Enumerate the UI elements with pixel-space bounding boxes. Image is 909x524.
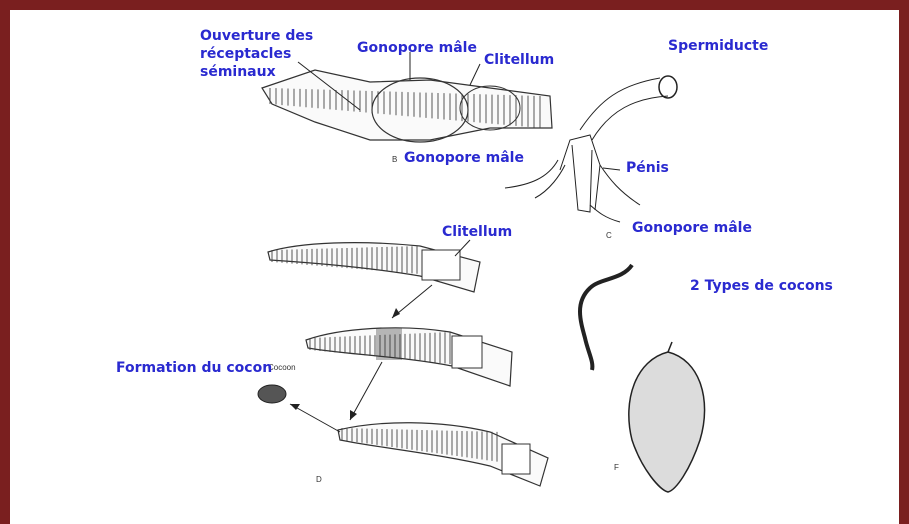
ouverture-label-line1: Ouverture des (200, 28, 313, 44)
cocoon-types: F (580, 265, 705, 492)
thin-cocoon (580, 265, 632, 370)
panel-letter-b: B (392, 155, 397, 164)
clitellum-label-top: Clitellum (484, 52, 554, 68)
clitellum-band-4 (502, 444, 530, 474)
gonopore-male-label-c: Gonopore mâle (632, 220, 752, 236)
penis-label: Pénis (626, 160, 669, 176)
clitellum-band-2 (376, 328, 402, 360)
spermiducte-label: Spermiducte (668, 38, 768, 54)
gonopore-male-label-top: Gonopore mâle (357, 40, 477, 56)
cocoon-types-label: 2 Types de cocons (690, 278, 833, 294)
panel-letter-d: D (316, 475, 322, 484)
gonopore-male-label-mid: Gonopore mâle (404, 150, 524, 166)
clitellum-band-1 (422, 250, 460, 280)
panel-letter-c: C (606, 231, 612, 240)
ouverture-label-line3: séminaux (200, 64, 276, 80)
formation-cocon-label: Formation du cocon (116, 360, 272, 376)
oval-cocoon (629, 352, 705, 492)
clitellum-band-3 (452, 336, 482, 368)
panel-d-cocoon-formation: Cocoon D (258, 240, 548, 486)
small-cocoon (258, 385, 286, 403)
spermiducte-opening (659, 76, 677, 98)
ouverture-label-line2: réceptacles (200, 46, 291, 62)
panel-letter-f: F (614, 463, 619, 472)
clitellum-label-d: Clitellum (442, 224, 512, 240)
